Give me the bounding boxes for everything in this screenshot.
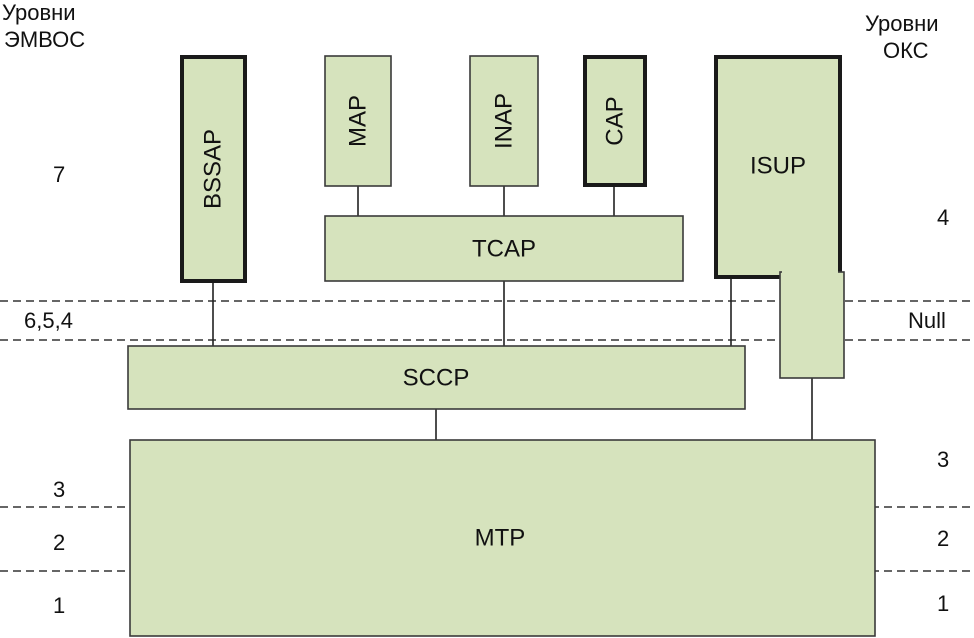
left-level-654: 6,5,4 xyxy=(24,308,73,333)
inap-block xyxy=(469,55,539,187)
right-level-4: 4 xyxy=(937,205,949,230)
right-level-1: 1 xyxy=(937,591,949,616)
tcap-label: TCAP xyxy=(472,236,536,263)
isup-join-mask xyxy=(782,268,838,280)
isup-block xyxy=(714,55,842,279)
right-level-3: 3 xyxy=(937,447,949,472)
mtp-label: MTP xyxy=(475,525,526,552)
left-header-line1: Уровни xyxy=(2,0,76,25)
left-header-line2: ЭМВОС xyxy=(4,27,85,52)
right-level-null: Null xyxy=(908,308,946,333)
sccp-block xyxy=(127,345,746,410)
isup-extension xyxy=(779,271,845,379)
left-level-7: 7 xyxy=(53,162,65,187)
right-header-line1: Уровни xyxy=(865,11,939,36)
left-level-3: 3 xyxy=(53,477,65,502)
map-block xyxy=(324,55,392,187)
right-level-2: 2 xyxy=(937,526,949,551)
cap-block xyxy=(583,55,647,187)
inap-label: INAP xyxy=(491,93,518,149)
left-level-2: 2 xyxy=(53,530,65,555)
bssap-block xyxy=(180,55,247,283)
right-header-line2: ОКС xyxy=(883,38,929,63)
tcap-block xyxy=(324,215,684,282)
sccp-label: SCCP xyxy=(403,365,470,392)
bssap-label: BSSAP xyxy=(200,129,227,209)
map-label: MAP xyxy=(345,95,372,147)
isup-label: ISUP xyxy=(750,153,806,180)
left-level-1: 1 xyxy=(53,593,65,618)
mtp-block xyxy=(129,439,876,637)
cap-label: CAP xyxy=(602,96,629,145)
